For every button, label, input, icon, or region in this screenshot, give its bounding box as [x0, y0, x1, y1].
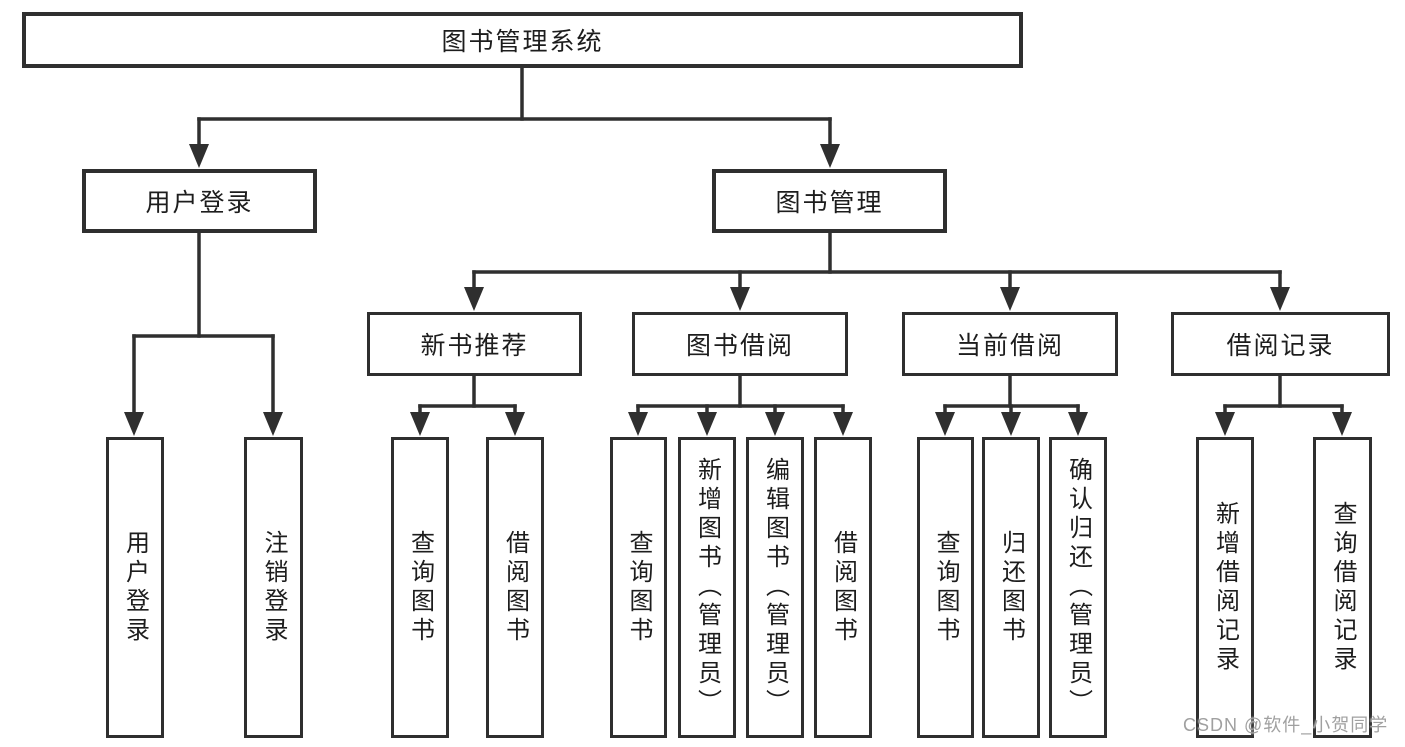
leaf-current-query-books: 查询图书: [917, 437, 974, 738]
leaf-borrow-add-books-admin: 新增图书（管理员）: [678, 437, 736, 738]
watermark-text: CSDN @软件_小贺同学: [1183, 715, 1389, 735]
node-new-book-recommendation: 新书推荐: [367, 312, 582, 376]
node-book-borrowing: 图书借阅: [632, 312, 848, 376]
leaf-borrow-borrow-books: 借阅图书: [814, 437, 872, 738]
node-current-borrowing: 当前借阅: [902, 312, 1118, 376]
leaf-user-login: 用户登录: [106, 437, 164, 738]
node-book-management: 图书管理: [712, 169, 947, 233]
leaf-borrow-query-books: 查询图书: [610, 437, 667, 738]
leaf-rec-borrow-books: 借阅图书: [486, 437, 544, 738]
leaf-rec-query-books: 查询图书: [391, 437, 449, 738]
leaf-records-add-borrow-record: 新增借阅记录: [1196, 437, 1254, 738]
leaf-records-query-borrow-record: 查询借阅记录: [1313, 437, 1372, 738]
leaf-current-confirm-return-admin: 确认归还（管理员）: [1049, 437, 1107, 738]
leaf-borrow-edit-books-admin: 编辑图书（管理员）: [746, 437, 804, 738]
leaf-logout: 注销登录: [244, 437, 303, 738]
leaf-current-return-books: 归还图书: [982, 437, 1040, 738]
node-borrowing-records: 借阅记录: [1171, 312, 1390, 376]
node-user-login: 用户登录: [82, 169, 317, 233]
node-library-system: 图书管理系统: [22, 12, 1023, 68]
